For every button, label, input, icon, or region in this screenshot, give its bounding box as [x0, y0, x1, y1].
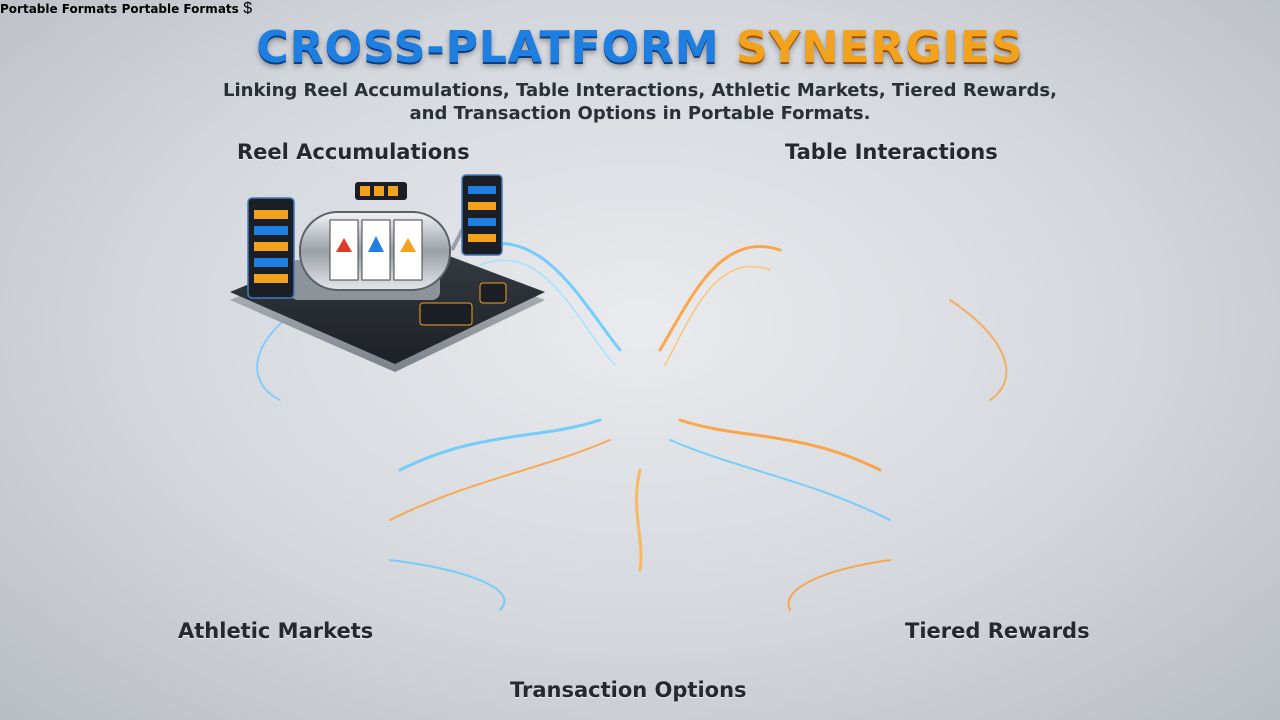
- coin-icon: $: [243, 0, 253, 17]
- light-streams: [256, 242, 1008, 611]
- page-title: CROSS-PLATFORM SYNERGIES: [0, 22, 1280, 73]
- cube-face-right-text: Portable Formats: [121, 2, 239, 16]
- portable-cube-icon: Portable Formats Portable Formats: [0, 0, 243, 17]
- subtitle-line-2: and Transaction Options in Portable Form…: [409, 103, 871, 124]
- slot-machine-icon: [290, 182, 478, 300]
- title-part-orange: SYNERGIES: [736, 22, 1024, 73]
- cube-face-left-text: Portable Formats: [0, 2, 118, 16]
- label-reel-accumulations: Reel Accumulations: [237, 140, 470, 164]
- label-tiered-rewards: Tiered Rewards: [905, 619, 1090, 643]
- label-athletic-markets: Athletic Markets: [178, 619, 374, 643]
- subtitle-line-1: Linking Reel Accumulations, Table Intera…: [223, 80, 1057, 101]
- label-table-interactions: Table Interactions: [785, 140, 998, 164]
- transaction-platform: $: [243, 0, 252, 17]
- label-transaction-options: Transaction Options: [510, 678, 747, 702]
- reel-side-panel-right: [461, 174, 503, 256]
- title-part-blue: CROSS-PLATFORM: [256, 22, 720, 73]
- reel-platform: [230, 174, 545, 372]
- reel-side-panel-left: [247, 197, 295, 299]
